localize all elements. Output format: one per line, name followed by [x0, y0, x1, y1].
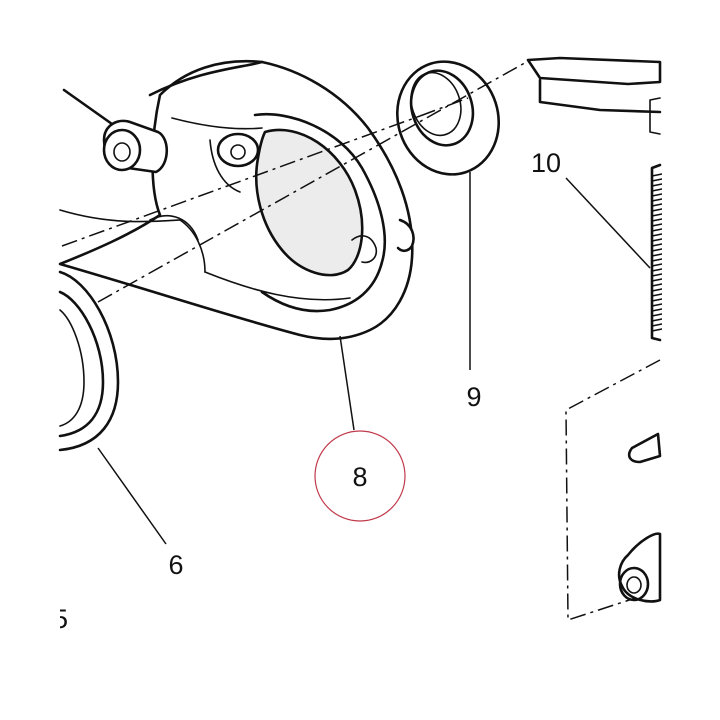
part-8-housing	[58, 60, 415, 341]
thread-line	[651, 178, 663, 182]
thread-line	[651, 268, 663, 272]
callout-part-6: 6	[168, 550, 183, 580]
leader-part-8	[339, 335, 355, 431]
right-crop-mask	[662, 0, 720, 720]
part-6-seal	[58, 270, 120, 452]
thread-line	[651, 228, 663, 232]
thread-line	[651, 303, 663, 307]
thread-line	[651, 208, 663, 212]
thread-line	[651, 328, 663, 332]
callout-part-8: 8	[352, 462, 367, 492]
thread-line	[651, 318, 663, 322]
edge-fragment-clip: 5	[53, 604, 68, 634]
thread-line	[651, 293, 663, 297]
thread-line	[651, 183, 663, 187]
thread-line	[651, 233, 663, 237]
thread-line	[651, 263, 663, 267]
top-right-bracket	[526, 56, 662, 135]
highlight-circle	[314, 430, 406, 522]
thread-line	[651, 193, 663, 197]
thread-line	[651, 323, 663, 327]
thread-line	[651, 253, 663, 257]
assembly-axes	[61, 59, 531, 303]
shaft-threads	[651, 173, 663, 332]
thread-line	[651, 288, 663, 292]
thread-line	[651, 238, 663, 242]
thread-line	[651, 173, 663, 177]
thread-line	[651, 223, 663, 227]
bushing-upper-left	[62, 88, 169, 174]
thread-line	[651, 198, 663, 202]
part-9-washer	[395, 60, 501, 176]
callout-edge-fragment: 5	[53, 604, 68, 634]
thread-line	[651, 273, 663, 277]
callout-part-10: 10	[531, 148, 561, 178]
thread-line	[651, 243, 663, 247]
thread-line	[651, 308, 663, 312]
thread-line	[651, 248, 663, 252]
part-10-threaded-shaft	[650, 163, 663, 342]
thread-line	[651, 313, 663, 317]
thread-line	[651, 188, 663, 192]
thread-line	[651, 283, 663, 287]
thread-line	[651, 213, 663, 217]
thread-line	[651, 218, 663, 222]
lower-right-detail	[565, 359, 662, 622]
thread-line	[651, 258, 663, 262]
left-crop-frame	[0, 0, 60, 720]
leader-lines	[97, 172, 651, 545]
leader-part-6	[97, 447, 167, 545]
thread-line	[651, 278, 663, 282]
thread-line	[651, 298, 663, 302]
leader-part-10	[565, 177, 651, 269]
callout-part-9: 9	[466, 382, 481, 412]
thread-line	[651, 203, 663, 207]
